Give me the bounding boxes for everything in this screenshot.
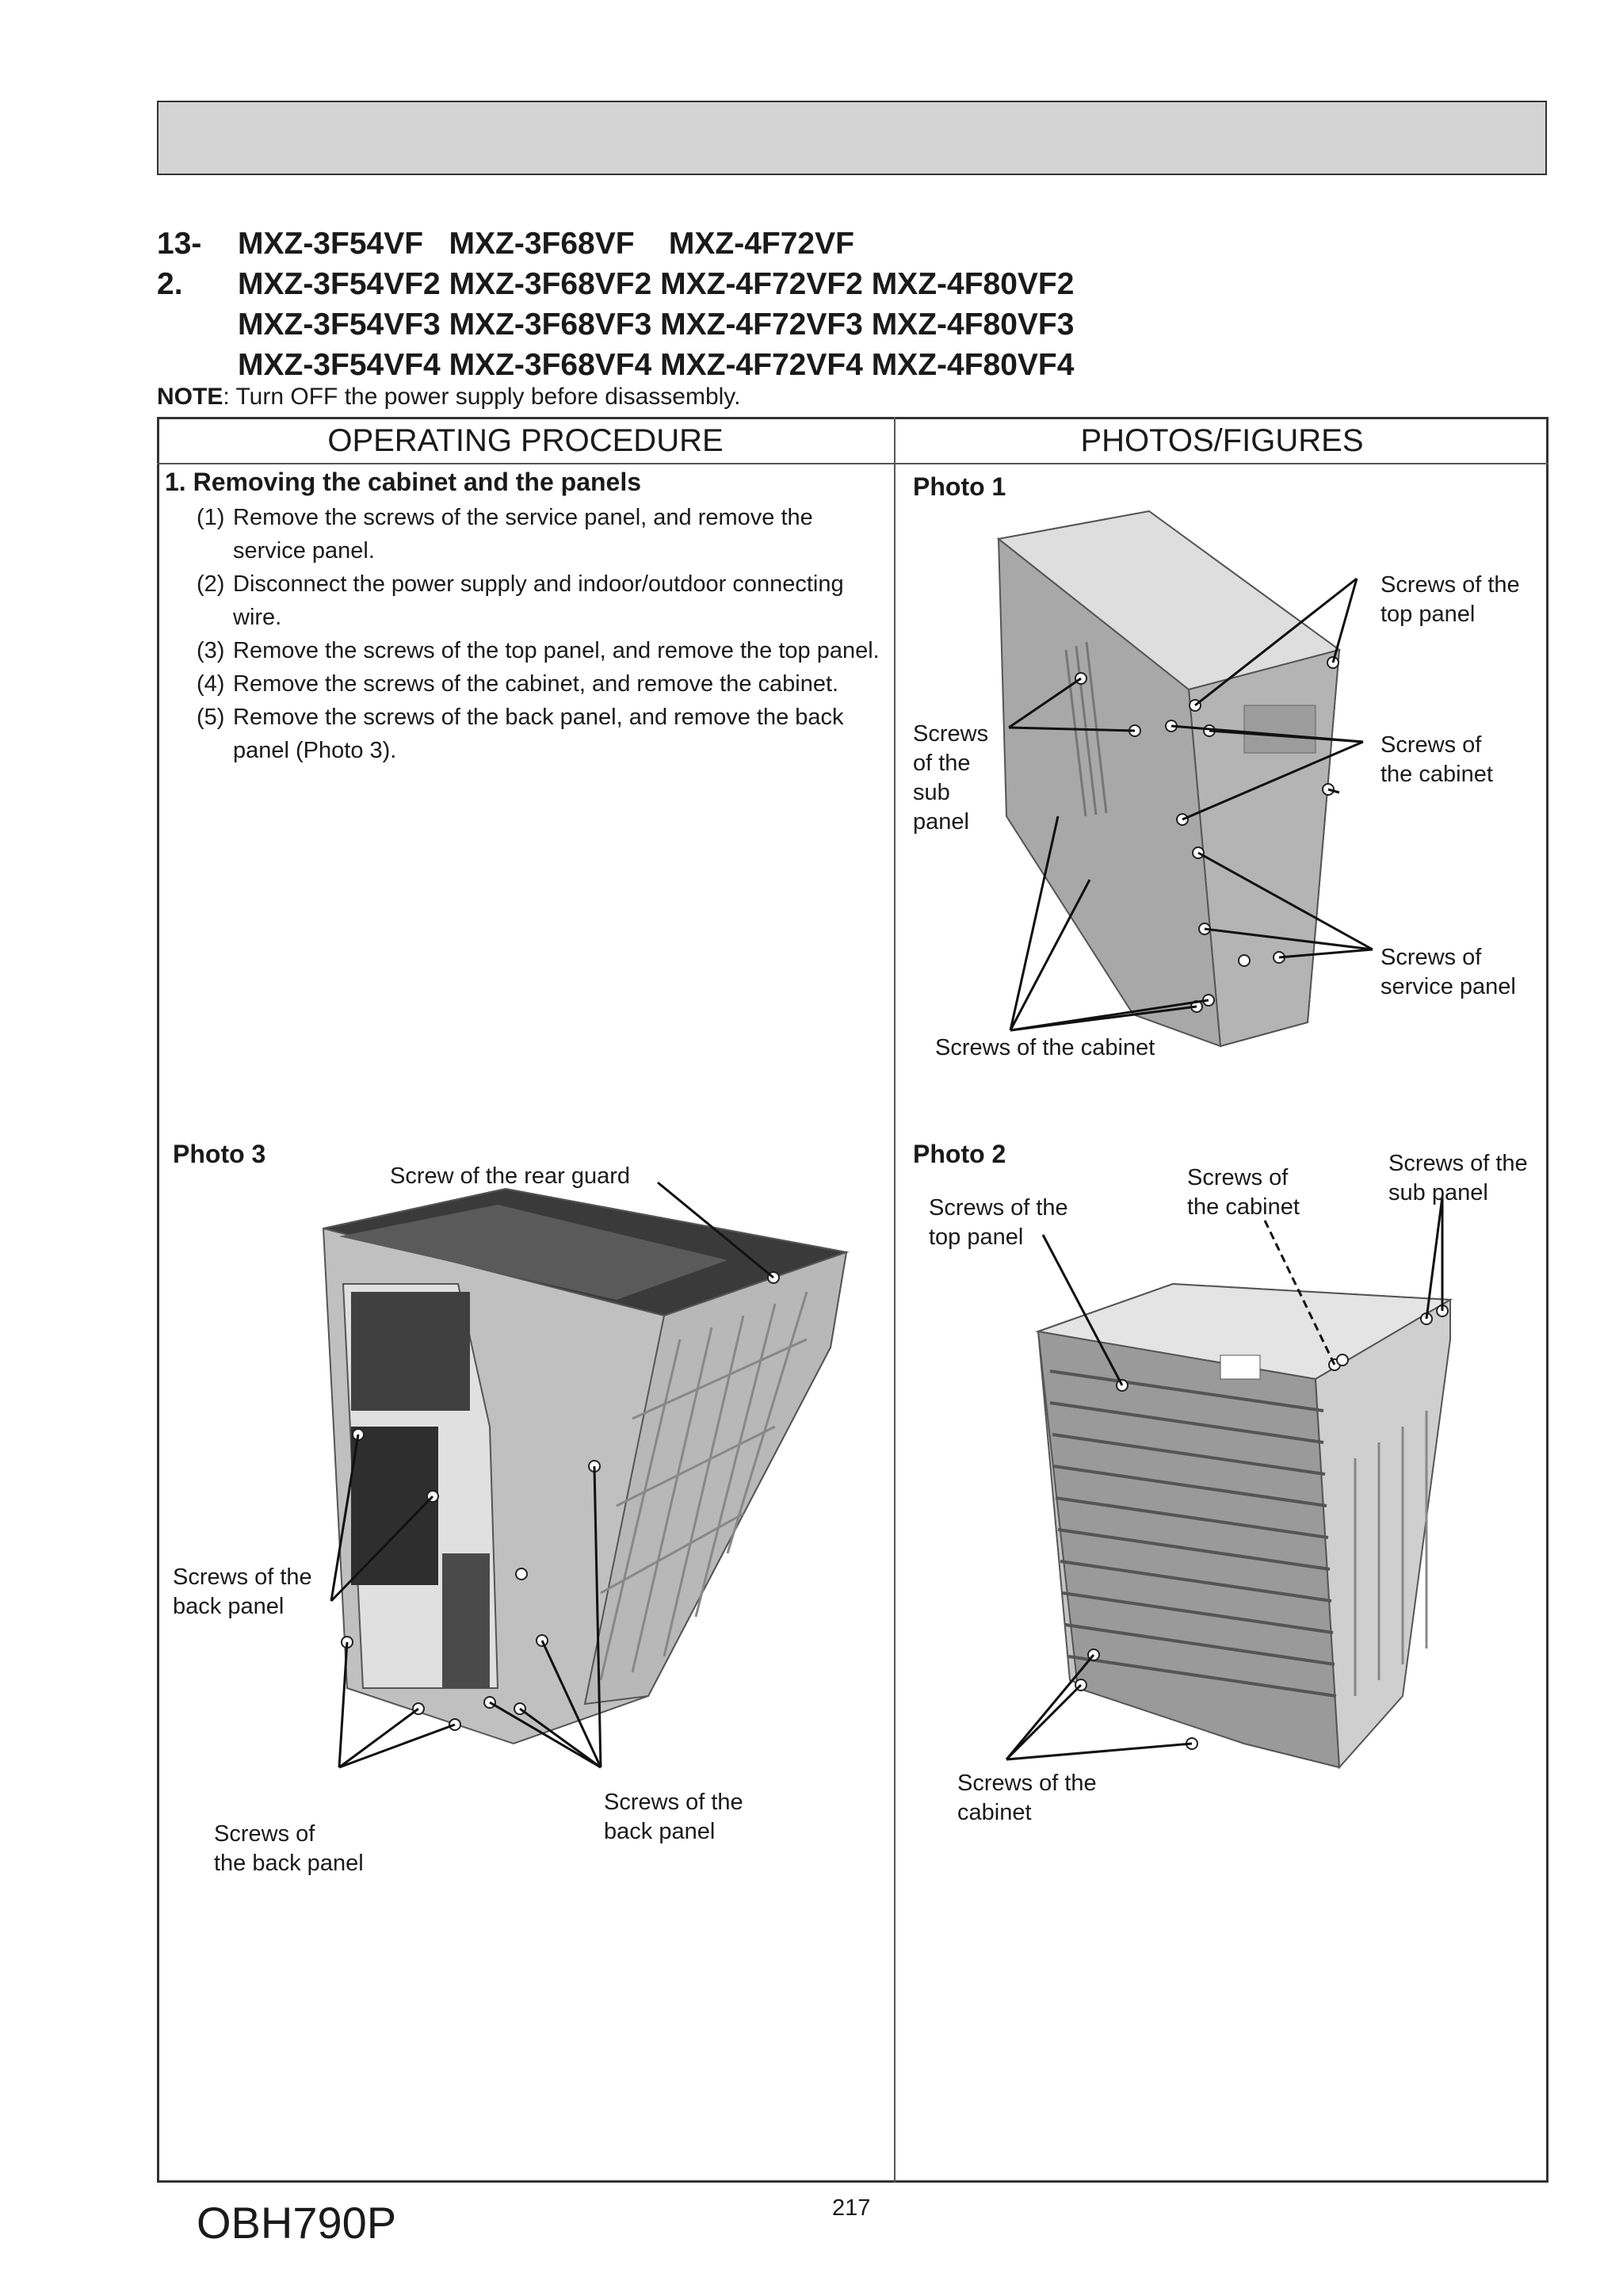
note-text: : Turn OFF the power supply before disas… [223, 384, 741, 410]
photo2-callout-top-panel: Screws of the top panel [929, 1195, 1068, 1250]
photo1-outdoor-unit-image [996, 510, 1373, 1048]
step-item: (5) Remove the screws of the back panel, … [197, 701, 886, 767]
step-text: Remove the screws of the service panel, … [233, 505, 813, 563]
step-item: (4) Remove the screws of the cabinet, and… [197, 667, 886, 701]
procedure-section-title: 1. Removing the cabinet and the panels [165, 468, 642, 496]
document-code: OBH790P [197, 2198, 397, 2248]
photo1-callout-sub-panel: Screws of the sub panel [913, 721, 989, 835]
header-divider [157, 463, 1549, 464]
model-row: MXZ-3F54VF MXZ-3F68VF MXZ-4F72VF [238, 227, 854, 261]
step-number: (5) [197, 705, 225, 730]
column-header-procedure: OPERATING PROCEDURE [327, 423, 724, 458]
photo1-label: Photo 1 [913, 472, 1006, 501]
photo3-back-panel-image [322, 1181, 850, 1769]
model-row: MXZ-3F54VF2 MXZ-3F68VF2 MXZ-4F72VF2 MXZ-… [238, 267, 1075, 301]
model-row: MXZ-3F54VF4 MXZ-3F68VF4 MXZ-4F72VF4 MXZ-… [238, 348, 1075, 382]
photo3-callout-back-panel-bottom-right: Screws of the back panel [604, 1790, 743, 1844]
photo2-outdoor-unit-image [1005, 1196, 1453, 1770]
photo2-callout-cabinet: Screws of the cabinet [1187, 1165, 1300, 1220]
page-number: 217 [832, 2195, 871, 2221]
photo2-callout-cabinet-bottom: Screws of the cabinet [957, 1771, 1097, 1825]
photo1-callout-top-panel: Screws of the top panel [1381, 572, 1520, 627]
step-text: Remove the screws of the top panel, and … [233, 638, 880, 663]
step-number: (1) [197, 505, 225, 530]
photo2-callout-sub-panel: Screws of the sub panel [1388, 1151, 1528, 1205]
photo1-callout-cabinet: Screws of the cabinet [1381, 732, 1493, 787]
step-number: (4) [197, 671, 225, 697]
note-label: NOTE [157, 384, 223, 410]
photo1-callout-cabinet-bottom: Screws of the cabinet [935, 1035, 1155, 1060]
procedure-steps: (1) Remove the screws of the service pane… [197, 501, 886, 767]
step-text: Disconnect the power supply and indoor/o… [233, 571, 844, 630]
column-header-photos: PHOTOS/FIGURES [1080, 423, 1364, 458]
header-banner [157, 101, 1547, 175]
section-number: 13-2. [157, 227, 202, 301]
photo2-label: Photo 2 [913, 1140, 1006, 1168]
step-text: Remove the screws of the cabinet, and re… [233, 671, 839, 697]
step-text: Remove the screws of the back panel, and… [233, 705, 844, 763]
photo3-callout-rear-guard: Screw of the rear guard [390, 1163, 631, 1189]
photo3-label: Photo 3 [173, 1140, 266, 1168]
photo3-callout-back-panel-bottom-left: Screws of the back panel [214, 1821, 364, 1876]
step-number: (3) [197, 638, 225, 663]
procedure-table [157, 417, 1549, 2183]
photo3-callout-back-panel-left: Screws of the back panel [173, 1564, 312, 1619]
step-number: (2) [197, 571, 225, 597]
column-divider [894, 417, 896, 2183]
step-item: (1) Remove the screws of the service pane… [197, 501, 886, 567]
step-item: (2) Disconnect the power supply and indoo… [197, 567, 886, 634]
step-item: (3) Remove the screws of the top panel, a… [197, 634, 886, 667]
model-row: MXZ-3F54VF3 MXZ-3F68VF3 MXZ-4F72VF3 MXZ-… [238, 308, 1075, 342]
note: NOTE: Turn OFF the power supply before d… [157, 384, 740, 411]
photo1-callout-service-panel: Screws of service panel [1381, 945, 1516, 999]
